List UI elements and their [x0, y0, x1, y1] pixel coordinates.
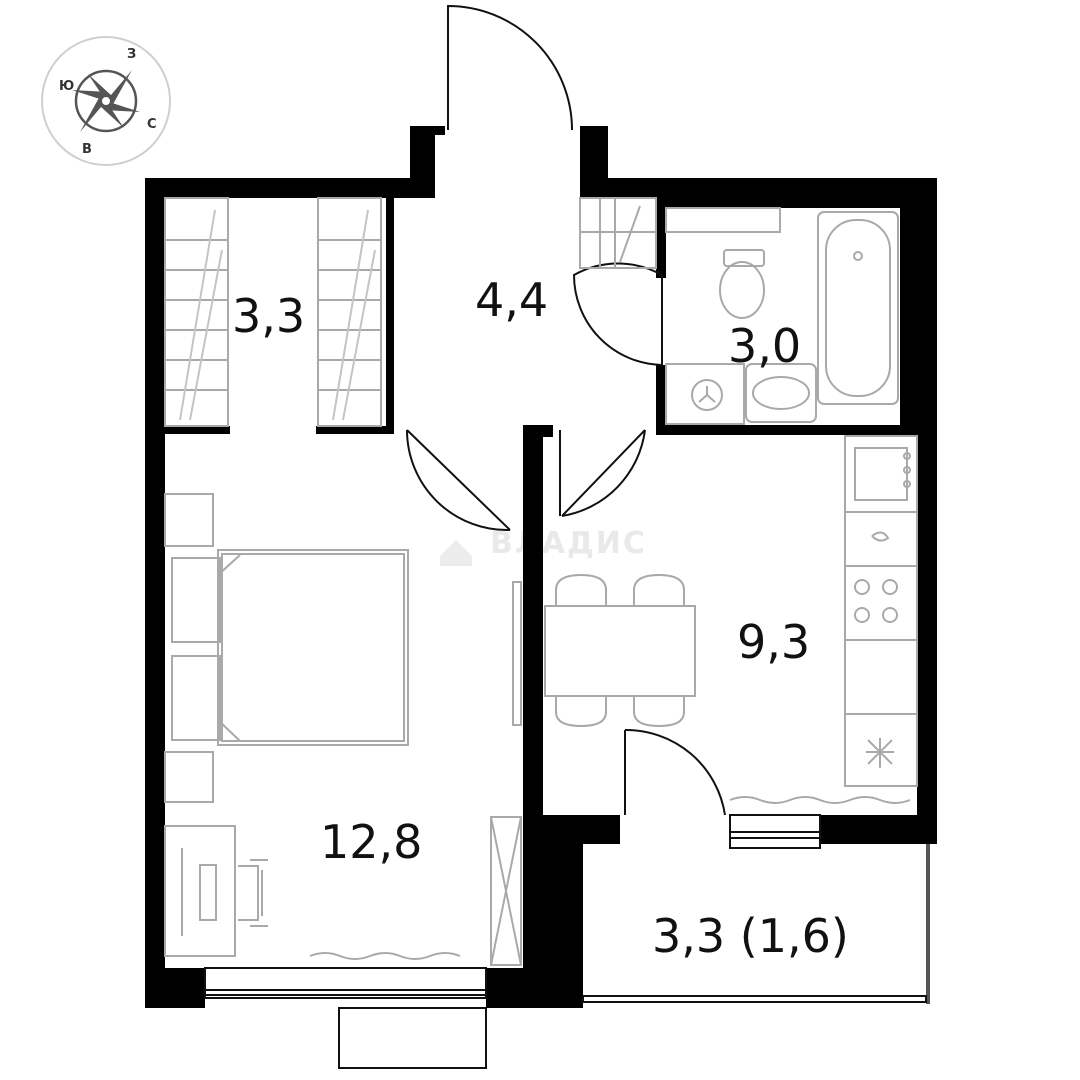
kitchen-fixtures	[544, 435, 918, 804]
walls	[145, 126, 937, 1008]
doors	[406, 4, 726, 816]
compass-star-icon	[72, 70, 140, 132]
room-area-kitchen: 9,3	[737, 615, 810, 669]
room-area-wardrobe: 3,3	[232, 289, 305, 343]
compass-east-letter: В	[82, 142, 92, 157]
compass-west-letter: З	[127, 47, 136, 62]
bedroom-furniture	[164, 493, 522, 966]
compass-south-letter: Ю	[59, 79, 74, 94]
room-area-bedroom: 12,8	[320, 815, 422, 869]
room-area-balcony: 3,3 (1,6)	[652, 909, 849, 963]
compass-north-letter: С	[147, 117, 157, 132]
wardrobe-shelves	[164, 197, 657, 427]
windows	[204, 814, 927, 1069]
room-area-bathroom: 3,0	[728, 319, 801, 373]
watermark: ВЛАДИС	[440, 526, 647, 566]
compass: З Ю С В	[41, 36, 171, 166]
watermark-text: ВЛАДИС	[490, 526, 647, 561]
room-labels: 3,3 4,4 3,0 12,8 9,3 3,3 (1,6)	[232, 273, 849, 963]
room-area-hallway: 4,4	[475, 273, 548, 327]
bathroom-fixtures	[665, 207, 899, 425]
